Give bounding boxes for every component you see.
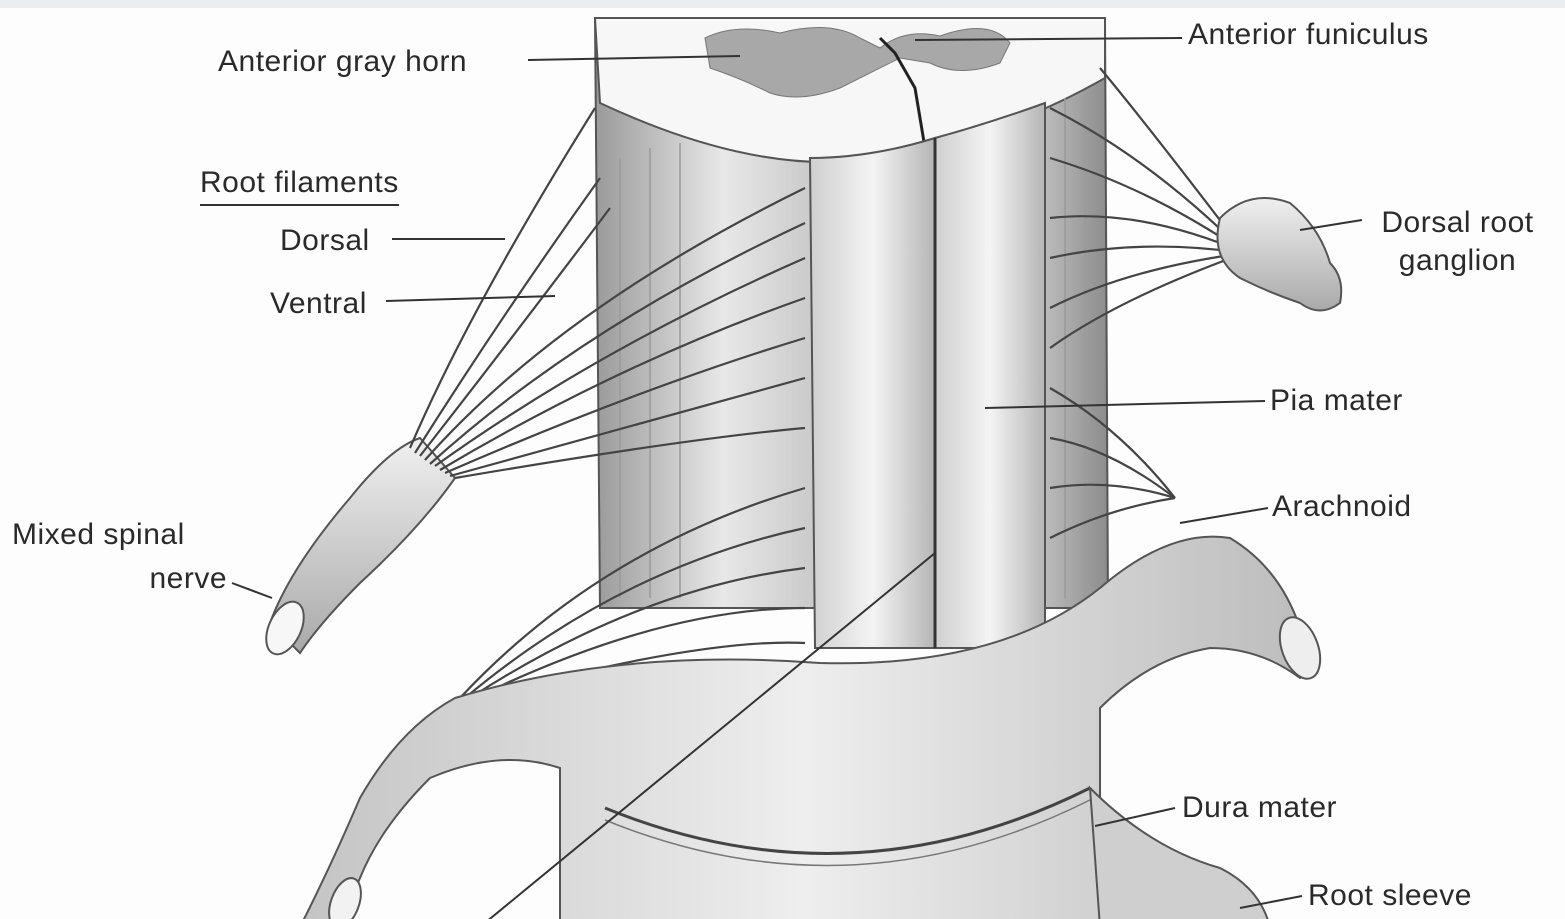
- label-anterior-gray-horn: Anterior gray horn: [218, 43, 467, 81]
- label-dorsal-root-ganglion-line1: Dorsal root: [1365, 204, 1550, 242]
- label-ventral: Ventral: [270, 285, 367, 323]
- spinal-cord: [595, 18, 1108, 648]
- spinal-cord-illustration: [0, 8, 1565, 919]
- label-dorsal: Dorsal: [280, 222, 370, 260]
- left-mixed-spinal-nerve: [259, 438, 455, 660]
- label-pia-mater: Pia mater: [1270, 382, 1403, 420]
- label-arachnoid: Arachnoid: [1272, 488, 1412, 526]
- label-root-sleeve: Root sleeve: [1308, 877, 1472, 915]
- label-dura-mater: Dura mater: [1182, 789, 1337, 827]
- label-mixed-spinal-nerve-line1: Mixed spinal: [12, 516, 185, 554]
- dorsal-root-ganglion: [1218, 198, 1342, 311]
- label-dorsal-root-ganglion-line2: ganglion: [1365, 242, 1550, 280]
- label-mixed-spinal-nerve-line2: nerve: [12, 560, 227, 598]
- label-root-filaments-heading: Root filaments: [200, 164, 399, 206]
- label-anterior-funiculus: Anterior funiculus: [1188, 16, 1429, 54]
